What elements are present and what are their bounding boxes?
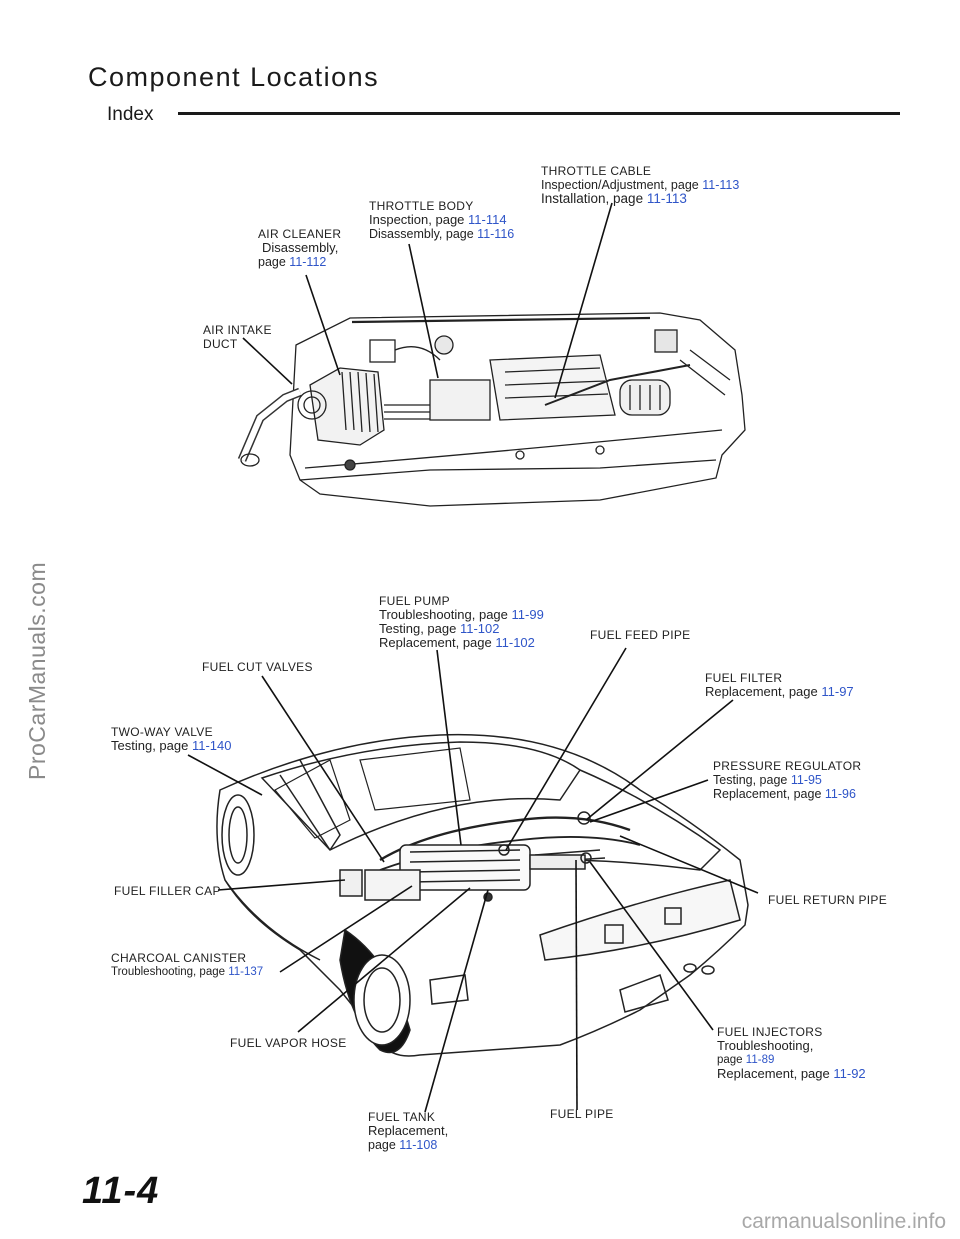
air-cleaner-line1-text: Disassembly, (262, 240, 339, 255)
label-fuel-pipe: FUEL PIPE (550, 1107, 614, 1121)
fuel-injectors-line2-text: page (717, 1054, 743, 1066)
charcoal-canister-line1-ref[interactable]: 11-137 (228, 966, 264, 978)
label-fuel-injectors: FUEL INJECTORS Troubleshooting, page 11-… (717, 1025, 866, 1081)
throttle-body-line2-text: Disassembly, page (369, 227, 474, 241)
section-subtitle: Index (107, 104, 154, 125)
air-intake-duct-line1: AIR INTAKE (203, 323, 272, 337)
fuel-cut-valves-name: FUEL CUT VALVES (202, 660, 313, 674)
fuel-filter-line1-text: Replacement, page (705, 684, 818, 699)
label-pressure-regulator: PRESSURE REGULATOR Testing, page 11-95 R… (713, 759, 861, 801)
fuel-injectors-line3-text: Replacement, page (717, 1066, 830, 1081)
charcoal-canister-name: CHARCOAL CANISTER (111, 951, 247, 965)
fuel-filler-cap-name: FUEL FILLER CAP (114, 884, 221, 898)
fuel-pump-line1-text: Troubleshooting, page (379, 607, 508, 622)
label-air-cleaner: AIR CLEANER Disassembly, page 11-112 (258, 227, 341, 269)
fuel-injectors-line3-ref[interactable]: 11-92 (833, 1066, 866, 1081)
label-fuel-feed-pipe: FUEL FEED PIPE (590, 628, 690, 642)
fuel-tank-line1-text: Replacement, (368, 1123, 449, 1138)
fuel-injectors-line1-text: Troubleshooting, (717, 1038, 814, 1053)
page-number: 11-4 (82, 1170, 160, 1212)
fuel-filter-line1-ref[interactable]: 11-97 (821, 684, 854, 699)
throttle-cable-name: THROTTLE CABLE (541, 164, 652, 178)
engine-bay-drawing (237, 312, 746, 507)
label-air-intake-duct: AIR INTAKE DUCT (203, 323, 272, 351)
throttle-cable-line2-text: Installation, page (541, 191, 644, 206)
throttle-cable-line1-text: Inspection/Adjustment, page (541, 178, 699, 192)
throttle-body-name: THROTTLE BODY (369, 199, 474, 213)
pressure-regulator-line2-ref[interactable]: 11-96 (824, 787, 856, 801)
fuel-tank-line2-text: page (368, 1138, 396, 1152)
fuel-feed-pipe-name: FUEL FEED PIPE (590, 628, 691, 642)
air-cleaner-line2-text: page (258, 255, 286, 269)
label-throttle-cable: THROTTLE CABLE Inspection/Adjustment, pa… (541, 164, 739, 206)
label-fuel-cut-valves: FUEL CUT VALVES (202, 660, 313, 674)
fuel-injectors-name: FUEL INJECTORS (717, 1025, 823, 1039)
fuel-pump-line3-text: Replacement, page (379, 635, 492, 650)
page-title: Component Locations (88, 62, 380, 92)
two-way-valve-line1-text: Testing, page (111, 738, 189, 753)
pressure-regulator-line1-text: Testing, page (713, 773, 788, 787)
label-fuel-filter: FUEL FILTER Replacement, page 11-97 (705, 671, 854, 699)
label-fuel-pump: FUEL PUMP Troubleshooting, page 11-99 Te… (379, 594, 544, 650)
charcoal-canister-line1-text: Troubleshooting, page (111, 966, 226, 978)
pressure-regulator-line2-text: Replacement, page (713, 787, 822, 801)
fuel-pump-line1-ref[interactable]: 11-99 (511, 607, 544, 622)
pressure-regulator-line1-ref[interactable]: 11-95 (790, 773, 822, 787)
label-throttle-body: THROTTLE BODY Inspection, page 11-114 Di… (369, 199, 514, 241)
throttle-body-line2-ref[interactable]: 11-116 (477, 227, 515, 241)
throttle-cable-line1-ref[interactable]: 11-113 (702, 178, 740, 192)
throttle-body-line1-text: Inspection, page (369, 212, 465, 227)
watermark-side[interactable]: ProCarManuals.com (24, 561, 50, 780)
throttle-body-line1-ref[interactable]: 11-114 (468, 212, 507, 227)
leader-lines (187, 202, 759, 1113)
fuel-vapor-hose-name: FUEL VAPOR HOSE (230, 1036, 347, 1050)
label-fuel-return-pipe: FUEL RETURN PIPE (768, 893, 887, 907)
label-fuel-vapor-hose: FUEL VAPOR HOSE (230, 1036, 347, 1050)
air-cleaner-line2-ref[interactable]: 11-112 (289, 255, 327, 269)
throttle-cable-line2-ref[interactable]: 11-113 (646, 191, 687, 206)
fuel-injectors-line2-ref[interactable]: 11-89 (745, 1054, 775, 1066)
two-way-valve-name: TWO-WAY VALVE (111, 725, 213, 739)
fuel-pump-name: FUEL PUMP (379, 594, 450, 608)
pressure-regulator-name: PRESSURE REGULATOR (713, 759, 862, 773)
air-cleaner-name: AIR CLEANER (258, 227, 342, 241)
fuel-tank-line2-ref[interactable]: 11-108 (399, 1138, 438, 1152)
fuel-return-pipe-name: FUEL RETURN PIPE (768, 893, 888, 907)
watermark-bottom[interactable]: carmanualsonline.info (741, 1210, 946, 1233)
label-fuel-filler-cap: FUEL FILLER CAP (114, 884, 221, 898)
fuel-tank-name: FUEL TANK (368, 1110, 436, 1124)
label-two-way-valve: TWO-WAY VALVE Testing, page 11-140 (111, 725, 231, 753)
label-charcoal-canister: CHARCOAL CANISTER Troubleshooting, page … (111, 951, 263, 979)
car-body-drawing (216, 733, 749, 1057)
fuel-pump-line2-ref[interactable]: 11-102 (459, 621, 500, 636)
fuel-pump-line2-text: Testing, page (379, 621, 457, 636)
fuel-pipe-name: FUEL PIPE (550, 1107, 614, 1121)
label-fuel-tank: FUEL TANK Replacement, page 11-108 (368, 1110, 448, 1152)
fuel-pump-line3-ref[interactable]: 11-102 (495, 635, 535, 650)
fuel-filter-name: FUEL FILTER (705, 671, 783, 685)
heading-rule (178, 112, 900, 115)
two-way-valve-line1-ref[interactable]: 11-140 (191, 738, 232, 753)
air-intake-duct-line2: DUCT (203, 337, 238, 351)
